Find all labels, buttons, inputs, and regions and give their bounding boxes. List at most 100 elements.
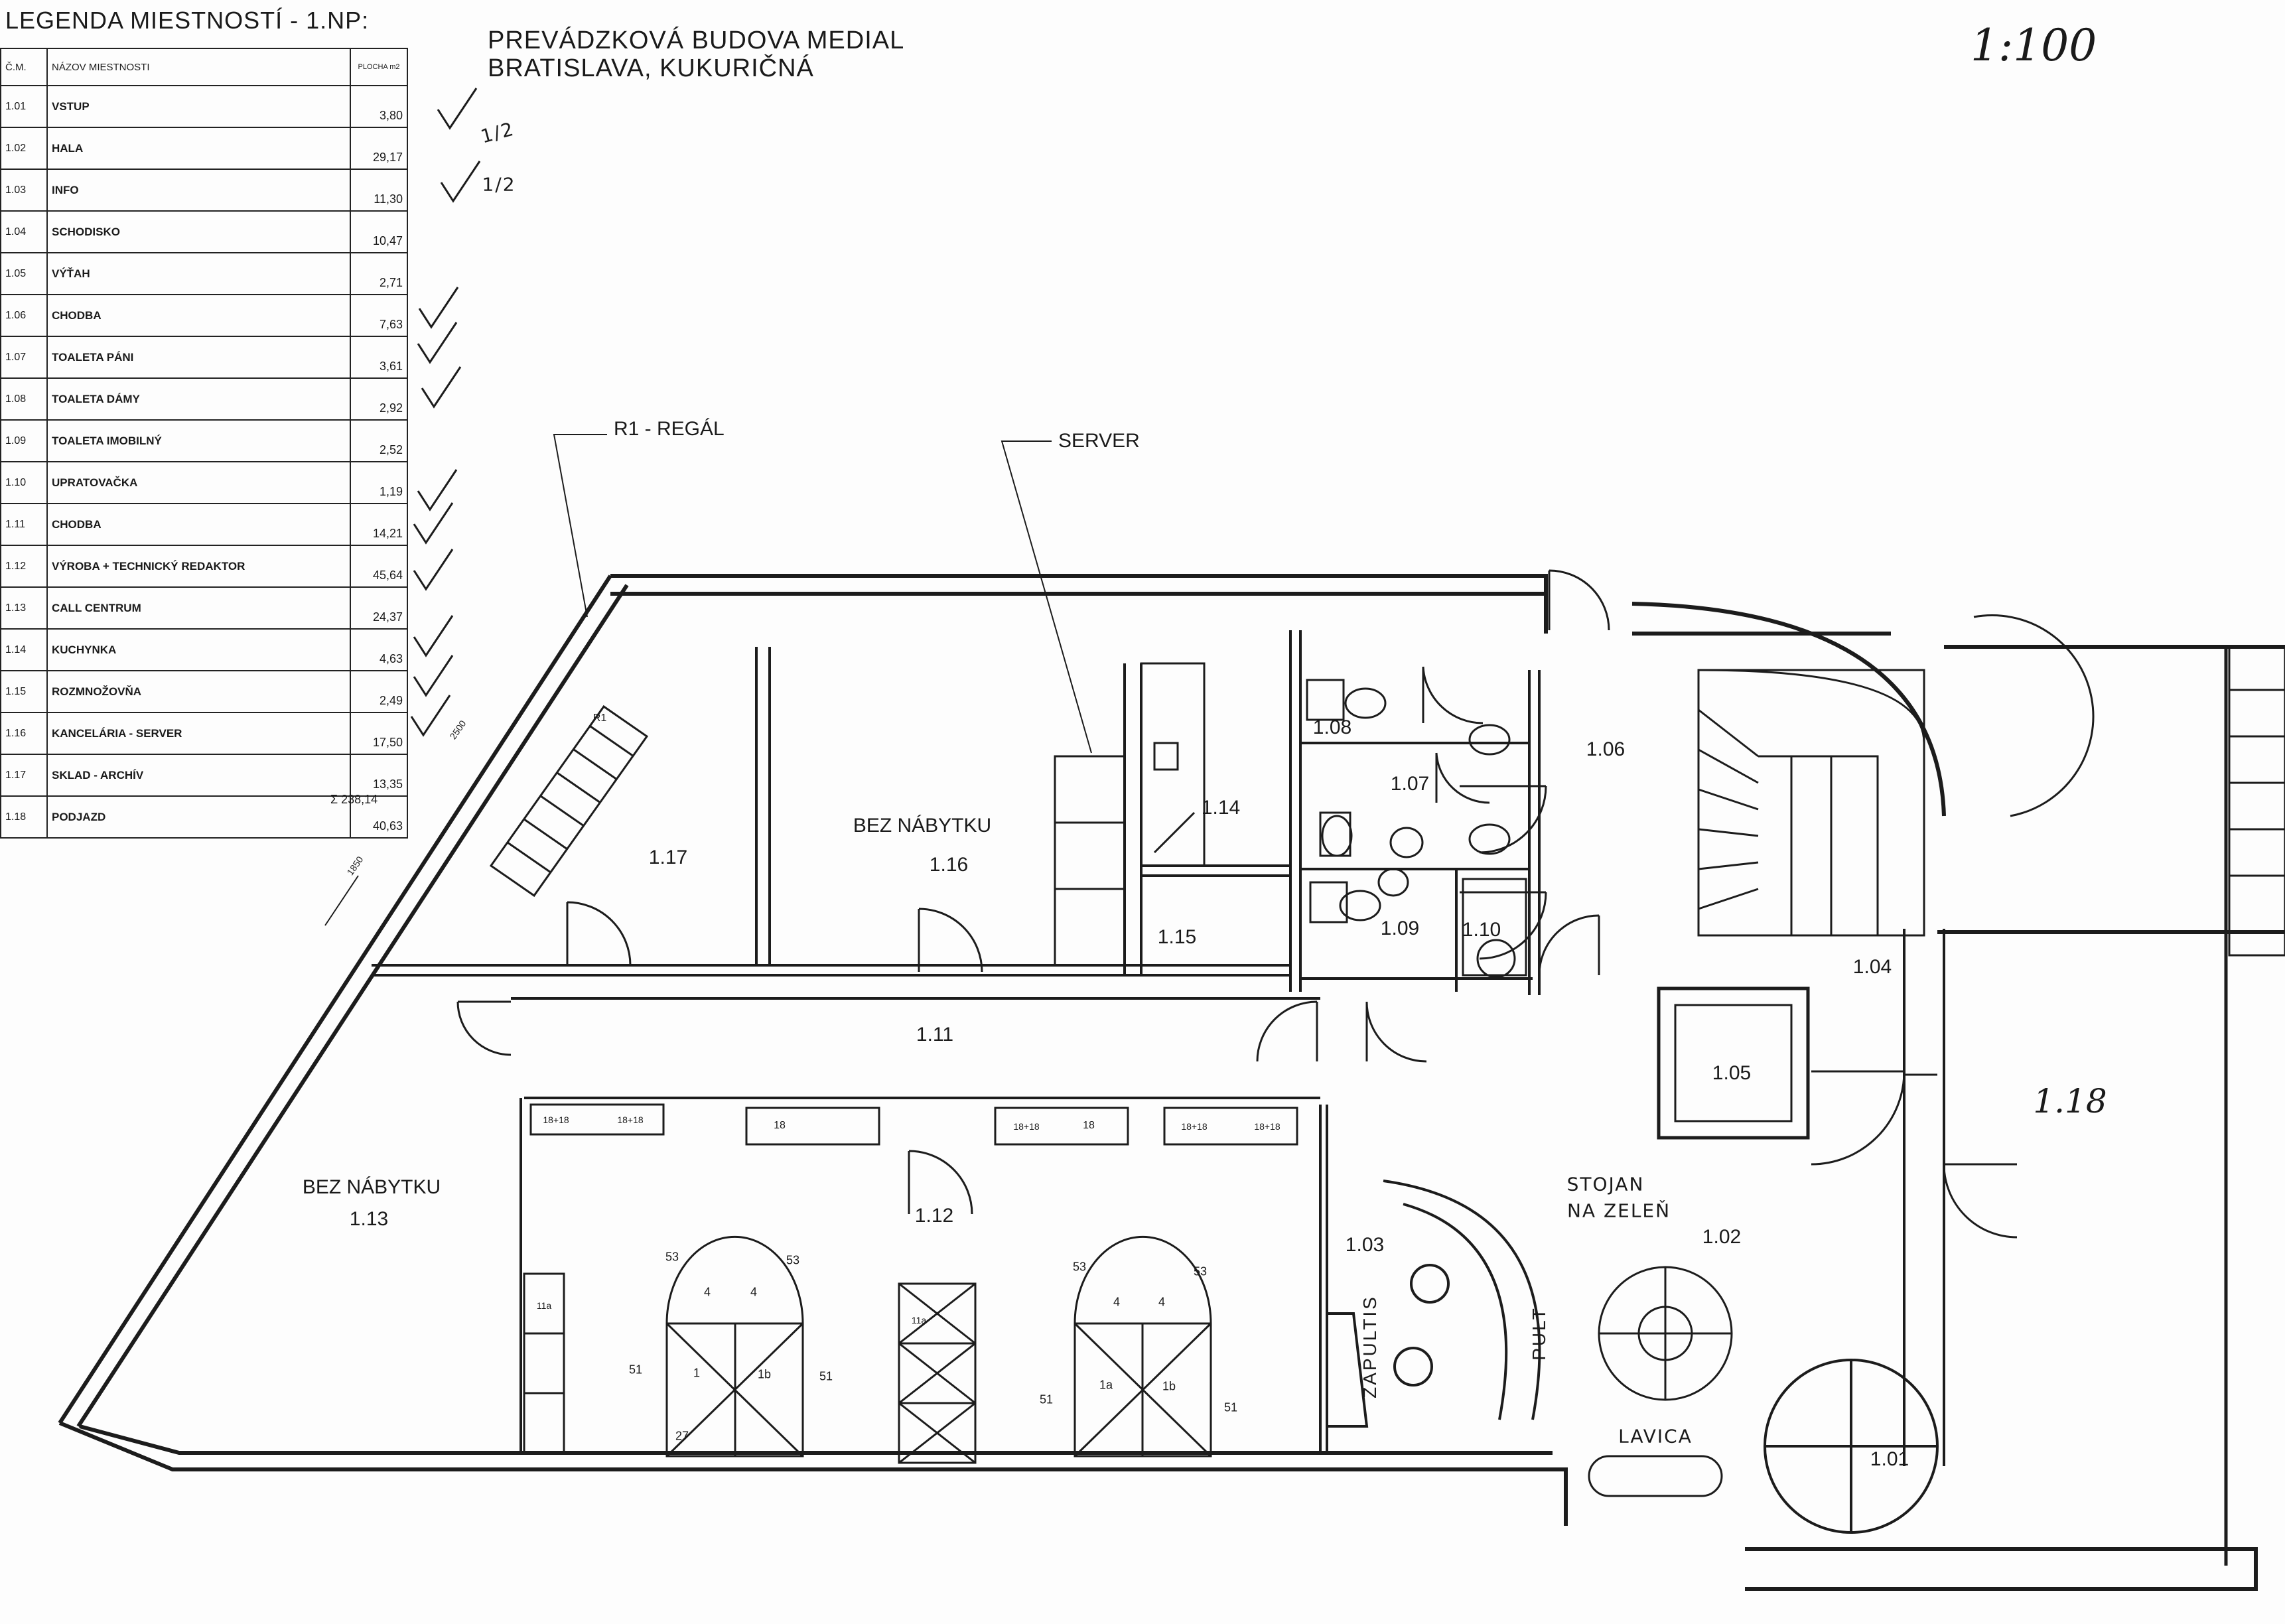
legend-header-name: NÁZOV MIESTNOSTI — [46, 48, 351, 86]
furniture-tag: 1a — [1099, 1378, 1113, 1392]
room-number-108: 1.08 — [1312, 716, 1352, 738]
room-number-118: 1.18 — [2033, 1082, 2107, 1120]
legend-cell-no: 1.03 — [0, 169, 48, 212]
legend-cell-area: 2,71 — [350, 252, 408, 295]
elevator-cabin — [1674, 1004, 1793, 1122]
shelving-center — [898, 1282, 977, 1464]
legend-cell-area: 14,21 — [350, 503, 408, 546]
legend-cell-no: 1.17 — [0, 754, 48, 797]
legend-cell-area: 2,49 — [350, 670, 408, 713]
legend-cell-area: 13,35 — [350, 754, 408, 797]
room-number-114: 1.14 — [1201, 797, 1241, 819]
furniture-tag: 4 — [703, 1285, 711, 1299]
legend-cell-area: 1,19 — [350, 461, 408, 504]
chair-tag: 51 — [819, 1369, 833, 1383]
revolving-door — [1764, 1359, 1939, 1534]
legend-cell-no: 1.06 — [0, 294, 48, 337]
legend-cell-no: 1.07 — [0, 336, 48, 379]
legend-cell-area: 11,30 — [350, 169, 408, 212]
legend-cell-no: 1.08 — [0, 377, 48, 421]
furniture-tag: 1 — [693, 1366, 701, 1380]
legend-sum: Σ 238,14 — [330, 793, 378, 806]
shelf-tag: 18+18 — [543, 1115, 569, 1125]
legend-cell-area: 24,37 — [350, 586, 408, 630]
legend-cell-area: 2,52 — [350, 419, 408, 462]
check-mark — [413, 549, 454, 591]
legend-cell-name: TOALETA DÁMY — [46, 377, 351, 421]
legend-cell-no: 1.15 — [0, 670, 48, 713]
chair-tag: 53 — [665, 1250, 679, 1264]
project-title-line2: BRATISLAVA, KUKURIČNÁ — [488, 54, 814, 82]
check-mark — [417, 469, 458, 511]
no-furniture-label-2: BEZ NÁBYTKU — [302, 1176, 441, 1198]
legend-cell-no: 1.14 — [0, 628, 48, 671]
furniture-tag: 4 — [750, 1285, 758, 1299]
chair-tag: 53 — [1072, 1260, 1087, 1274]
legend-cell-area: 3,61 — [350, 336, 408, 379]
check-mark — [418, 287, 459, 329]
chair-tag: 53 — [786, 1253, 800, 1267]
legend-cell-no: 1.02 — [0, 127, 48, 170]
outer-walls — [58, 574, 2285, 1591]
legend-cell-name: KANCELÁRIA - SERVER — [46, 712, 351, 755]
chair-tag: 53 — [1193, 1264, 1208, 1278]
legend-cell-area: 3,80 — [350, 85, 408, 128]
plant-stand — [1598, 1266, 1733, 1401]
legend-cell-area: 45,64 — [350, 545, 408, 588]
legend-cell-no: 1.09 — [0, 419, 48, 462]
check-mark — [440, 161, 481, 203]
legend-cell-name: SCHODISKO — [46, 210, 351, 253]
server-label: SERVER — [1058, 430, 1140, 452]
wall-shelves-top — [529, 1103, 1298, 1146]
legend-cell-name: UPRATOVAČKA — [46, 461, 351, 504]
chair-tag: 51 — [628, 1363, 643, 1377]
room-number-109: 1.09 — [1380, 917, 1420, 939]
exterior-stair — [489, 705, 649, 898]
legend-header-area: PLOCHA m2 — [350, 48, 408, 86]
legend-cell-area: 4,63 — [350, 628, 408, 671]
room-number-111: 1.11 — [916, 1024, 954, 1046]
legend-title: LEGENDA MIESTNOSTÍ - 1.NP: — [5, 7, 370, 34]
legend-cell-area: 2,92 — [350, 377, 408, 421]
room-number-115: 1.15 — [1157, 926, 1197, 948]
legend-cell-name: SKLAD - ARCHÍV — [46, 754, 351, 797]
room-number-117: 1.17 — [648, 846, 688, 868]
shelving-left — [523, 1272, 565, 1454]
legend-cell-name: KUCHYNKA — [46, 628, 351, 671]
shelf-tag: 11a — [536, 1300, 552, 1311]
check-mark — [421, 366, 462, 409]
furniture-tag: 1b — [757, 1367, 772, 1381]
legend-cell-name: CHODBA — [46, 503, 351, 546]
room-number-105: 1.05 — [1712, 1062, 1752, 1084]
check-mark — [437, 88, 478, 130]
furniture-tag: 1b — [1162, 1379, 1176, 1393]
room-number-116: 1.16 — [929, 854, 969, 876]
shelf-tag: 18 — [774, 1120, 786, 1131]
staircase — [1697, 669, 1925, 937]
room-number-113: 1.13 — [349, 1208, 389, 1230]
legend-cell-no: 1.04 — [0, 210, 48, 253]
legend-cell-no: 1.16 — [0, 712, 48, 755]
legend-cell-no: 1.13 — [0, 586, 48, 630]
room-number-103: 1.03 — [1345, 1234, 1385, 1256]
legend-cell-name: ROZMNOŽOVŇA — [46, 670, 351, 713]
project-title-line1: PREVÁDZKOVÁ BUDOVA MEDIAL — [488, 27, 905, 54]
kitchen-cabinets — [1054, 662, 1206, 967]
legend-cell-name: VSTUP — [46, 85, 351, 128]
regal-leader — [553, 434, 607, 618]
legend-header-no: Č.M. — [0, 48, 48, 86]
shelf-tag: 18+18 — [1013, 1121, 1040, 1132]
legend-cell-name: PODJAZD — [46, 795, 351, 839]
